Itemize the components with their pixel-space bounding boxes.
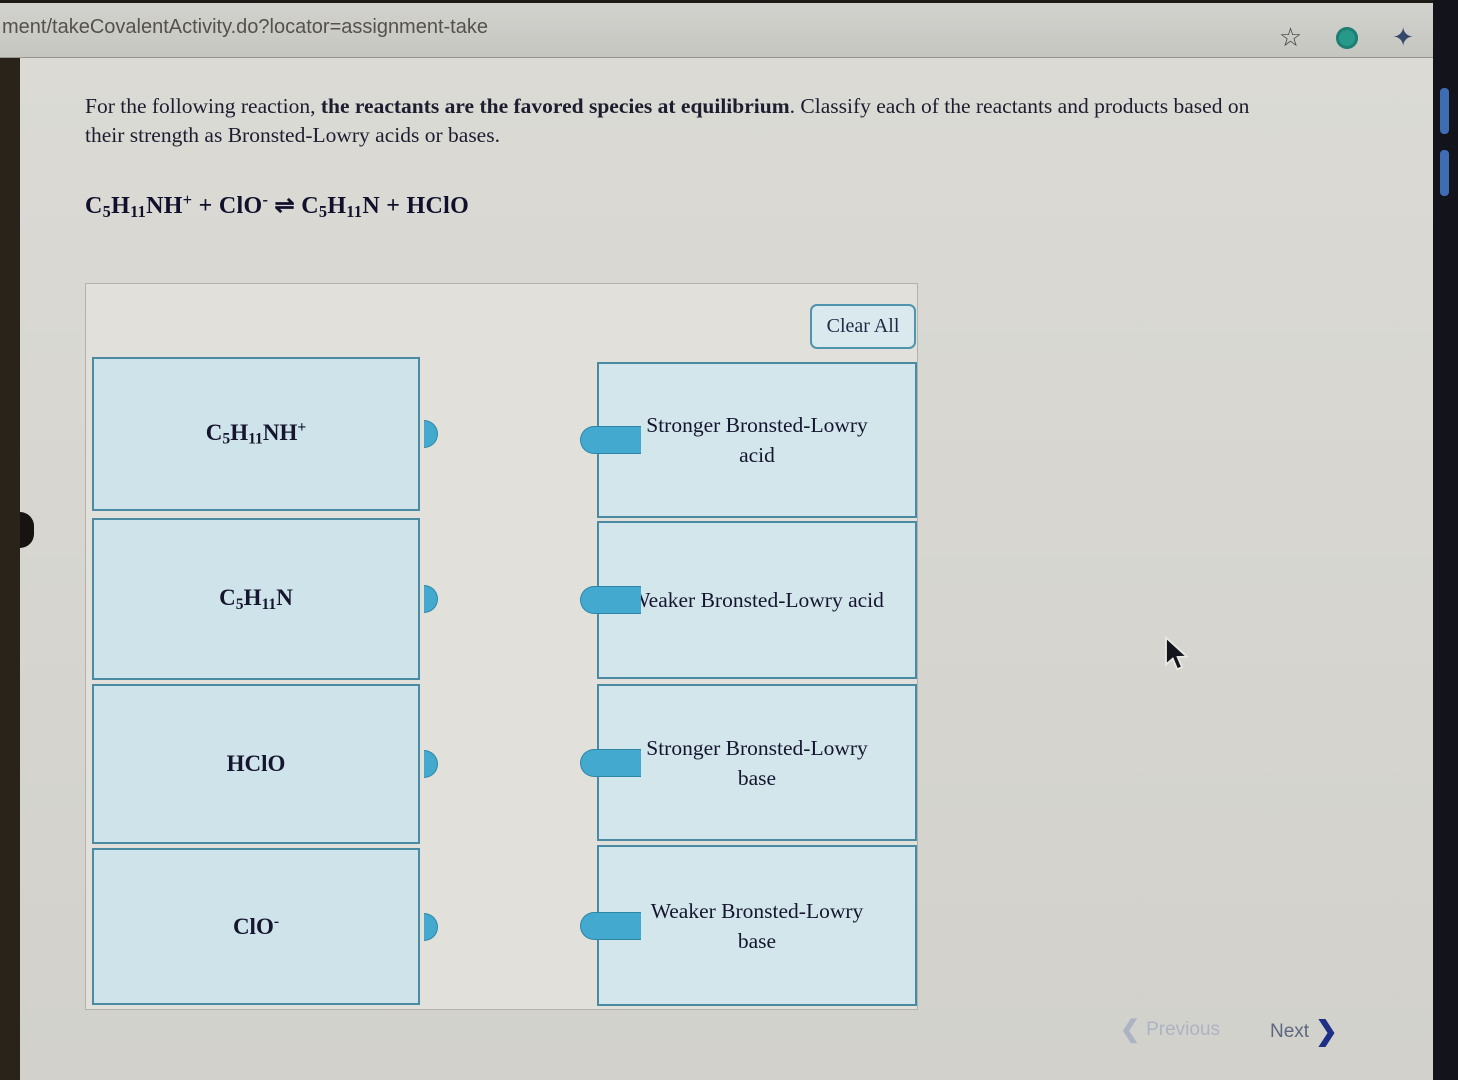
next-button[interactable]: Next ❯ — [1270, 1018, 1338, 1045]
chevron-right-icon: ❯ — [1315, 1016, 1338, 1046]
target-weaker-acid[interactable]: Weaker Bronsted-Lowry acid — [580, 521, 917, 679]
scrollbar-segment — [1440, 88, 1449, 134]
draggable-species-c5h11nh[interactable]: C5H11NH+ — [92, 357, 438, 511]
bookmark-star-icon[interactable]: ☆ — [1278, 23, 1303, 52]
chemical-equation: C5H11NH+ + ClO- ⇌ C5H11N + HClO — [85, 190, 470, 222]
connector-tab-icon — [580, 426, 641, 454]
scrollbar[interactable] — [1433, 0, 1458, 1080]
extension-circle-icon[interactable] — [1336, 27, 1359, 49]
species-formula: C5H11N — [219, 584, 293, 613]
connector-tab-icon — [580, 911, 641, 940]
extension-pinwheel-icon[interactable]: ✦ — [1392, 23, 1414, 52]
browser-icons: ☆ ✦ — [1279, 25, 1414, 51]
species-formula: HClO — [226, 751, 286, 776]
connector-tab-icon — [580, 748, 641, 777]
connector-tab-icon — [580, 586, 641, 614]
target-label: Weaker Bronsted-Lowry base — [650, 898, 864, 953]
draggable-species-c5h11n[interactable]: C5H11N — [92, 518, 438, 680]
url-text: ment/takeCovalentActivity.do?locator=ass… — [2, 16, 488, 38]
target-stronger-acid[interactable]: Stronger Bronsted-Lowry acid — [580, 362, 917, 518]
question-bold: the reactants are the favored species at… — [320, 94, 790, 118]
side-notch — [20, 512, 34, 548]
target-label: Stronger Bronsted-Lowry base — [646, 735, 868, 790]
target-label: Stronger Bronsted-Lowry acid — [646, 413, 868, 467]
target-weaker-base[interactable]: Weaker Bronsted-Lowry base — [580, 845, 917, 1006]
previous-button[interactable]: ❮ Previous — [1120, 1018, 1220, 1042]
species-formula: C5H11NH+ — [205, 419, 307, 448]
clear-all-button[interactable]: Clear All — [810, 304, 916, 349]
question-text: For the following reaction, the reactant… — [85, 92, 1290, 150]
chevron-left-icon: ❮ — [1120, 1016, 1141, 1043]
draggable-species-clo[interactable]: ClO- — [92, 848, 438, 1005]
question-part-2: . Classify each of the reactants and pro… — [85, 94, 1250, 147]
draggable-species-hclo[interactable]: HClO — [92, 684, 438, 844]
previous-label: Previous — [1146, 1019, 1221, 1040]
species-formula: ClO- — [232, 913, 280, 939]
next-label: Next — [1270, 1020, 1310, 1042]
target-stronger-base[interactable]: Stronger Bronsted-Lowry base — [580, 684, 917, 841]
question-part-1: For the following reaction, — [85, 94, 321, 118]
target-label: Weaker Bronsted-Lowry acid — [630, 588, 884, 612]
left-frame-strip — [0, 58, 20, 1080]
scrollbar-segment — [1440, 150, 1449, 196]
browser-address-bar[interactable]: ment/takeCovalentActivity.do?locator=ass… — [0, 0, 1458, 58]
